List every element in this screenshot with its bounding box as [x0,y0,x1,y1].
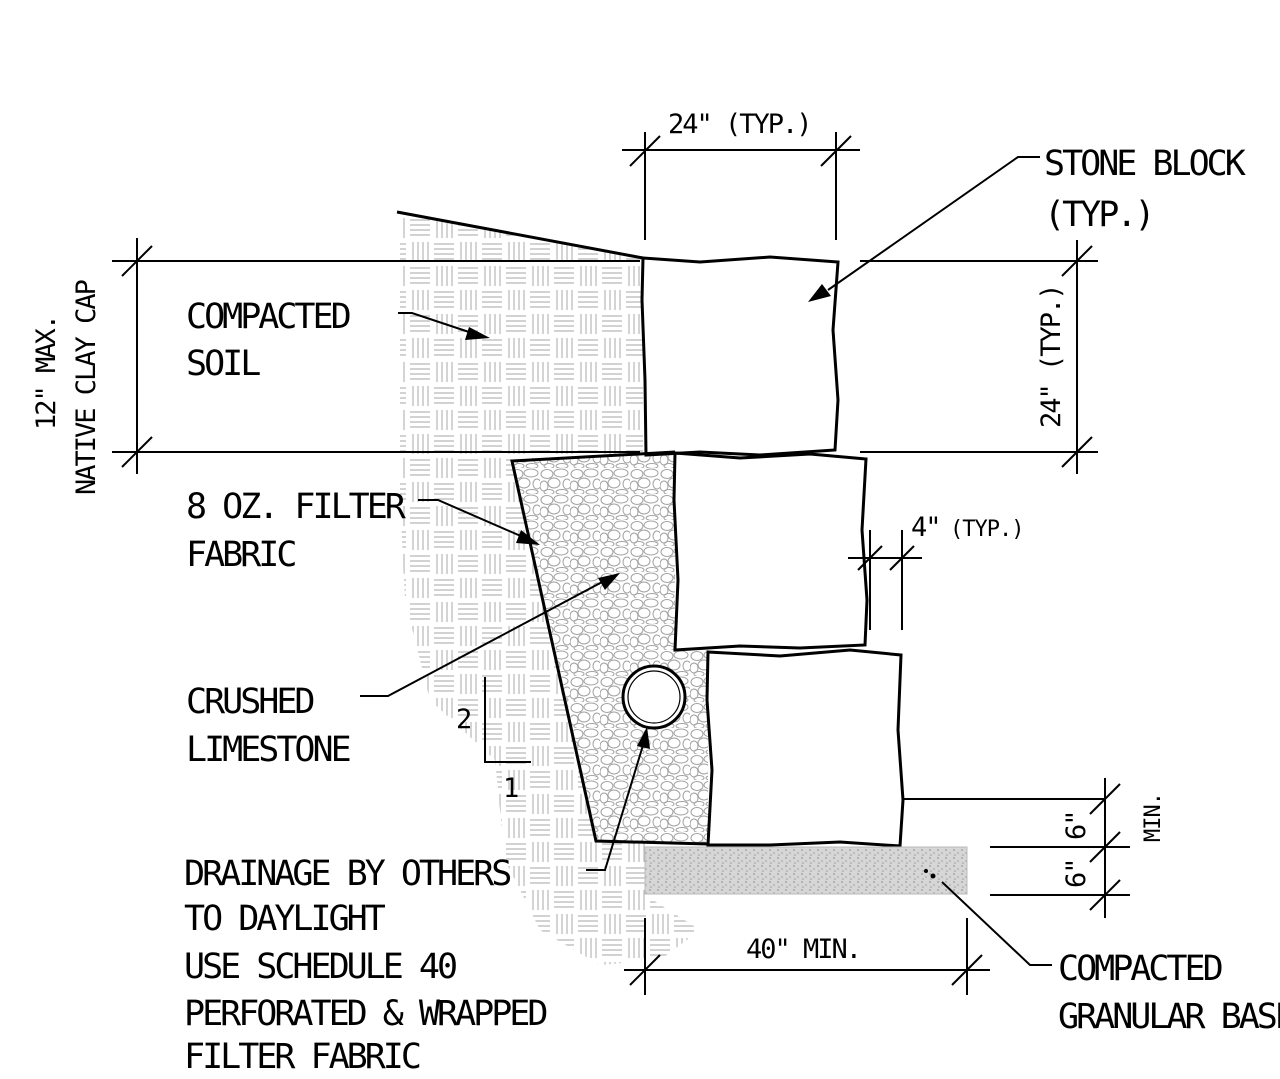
label-granular-base-1: COMPACTED [1058,949,1222,989]
stone-block-top [640,255,840,457]
dim-text-min: MIN. [1141,793,1166,842]
dim-text-base-depth: 6" [1061,859,1092,888]
label-filter-fabric-2: FABRIC [186,535,295,575]
slope-rise: 2 [456,704,470,735]
dim-text-setback-typ: (TYP.) [950,517,1023,542]
leader-filter-fabric [418,499,540,545]
dim-embed-depth [990,778,1130,918]
label-filter-fabric-1: 8 OZ. FILTER [186,487,407,527]
dim-base-width [624,918,990,995]
slope-run: 1 [503,773,518,804]
compacted-soil-fill [400,213,700,965]
label-clay-cap-1: 12" MAX. [31,316,62,430]
label-drainage-1: DRAINAGE BY OTHERS [184,854,510,894]
leader-drainage [586,727,650,871]
dim-text-block-height: 24" (TYP.) [1036,285,1067,428]
dim-text-block-width: 24" (TYP.) [668,109,811,140]
label-drainage-3: USE SCHEDULE 40 [184,947,456,987]
label-drainage-4: PERFORATED & WRAPPED [184,994,546,1034]
label-compacted-soil-1: COMPACTED [186,297,350,337]
label-granular-base-2: GRANULAR BASE [1058,997,1280,1037]
leader-limestone [360,573,620,697]
leader-stone-block [808,156,1040,302]
stone-block-bottom [705,648,905,848]
leader-granular-base [924,869,1052,966]
filter-fabric-line [510,450,709,846]
label-clay-cap-2: NATIVE CLAY CAP [71,279,102,495]
granular-base-fill [644,846,968,895]
label-stone-block-2: (TYP.) [1044,195,1152,235]
label-limestone-2: LIMESTONE [186,730,350,770]
label-drainage-5: FILTER FABRIC [184,1037,420,1077]
grade-line [396,210,644,260]
dim-clay-cap [112,238,640,474]
dim-block-width [622,132,860,240]
dim-text-embed-depth: 6" [1061,811,1092,840]
leader-compacted-soil [398,312,490,340]
drain-pipe [621,664,687,730]
slope-indicator [484,677,531,763]
dim-setback [848,530,922,630]
label-drainage-2: TO DAYLIGHT [184,899,386,939]
dim-text-setback: 4" [911,512,940,543]
crushed-limestone-fill [514,452,708,845]
label-limestone-1: CRUSHED [186,682,313,722]
label-stone-block-1: STONE BLOCK [1044,144,1246,184]
dim-text-base-width: 40" MIN. [746,934,860,965]
stone-block-middle [672,451,869,652]
label-compacted-soil-2: SOIL [186,344,260,384]
dim-block-height [860,240,1098,474]
